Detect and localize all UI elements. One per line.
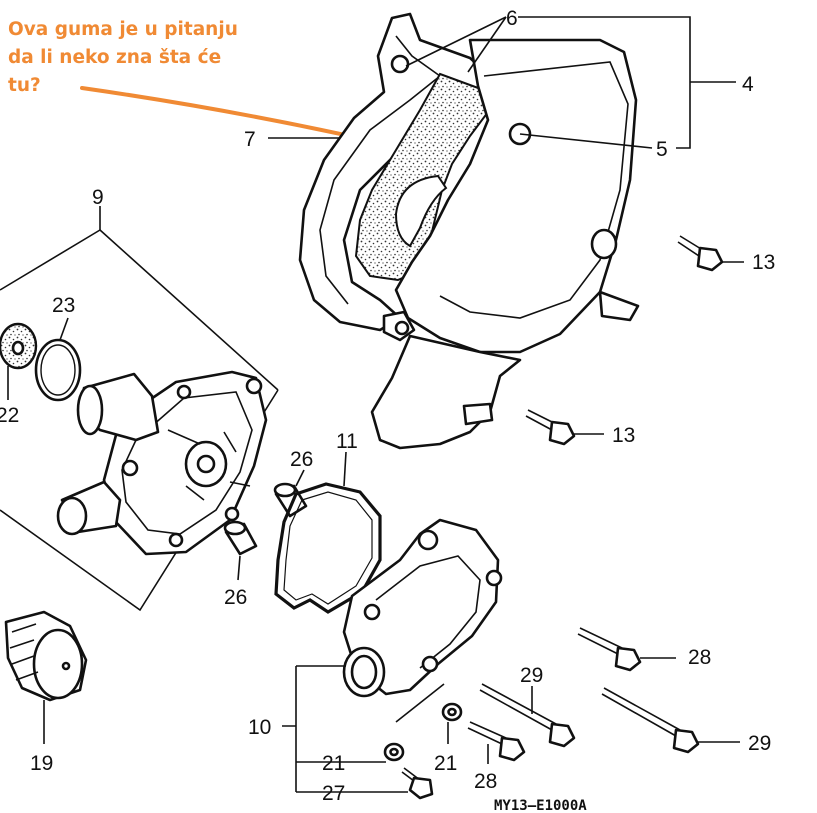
bolt-28-lower (467, 721, 526, 764)
bolt-13-lower (525, 409, 604, 446)
thermostat-housing (342, 518, 503, 698)
washer-21-left (383, 742, 405, 762)
callout-22: 22 (0, 404, 19, 427)
washer-21-right (441, 702, 463, 744)
forum-annotation: Ova guma je u pitanju da li neko zna šta… (8, 16, 308, 100)
callout-10: 10 (248, 716, 271, 739)
callout-13-lower: 13 (612, 424, 635, 447)
seal-22 (0, 322, 38, 400)
annotation-line-1: Ova guma je u pitanju (8, 19, 238, 40)
callout-28-lower: 28 (474, 770, 497, 793)
water-pump-body (56, 370, 268, 556)
callout-9: 9 (92, 186, 104, 209)
collar-26-lower (223, 520, 258, 581)
bolt-13-upper (677, 235, 744, 272)
callout-26-upper: 26 (290, 448, 313, 471)
drain-plug-19 (4, 610, 88, 744)
annotation-line-2: da li neko zna šta će (8, 47, 222, 68)
callout-21-right: 21 (434, 752, 457, 775)
bolt-28-upper (577, 627, 676, 672)
callout-7: 7 (244, 128, 256, 151)
callout-6: 6 (506, 7, 518, 30)
annotation-line-3: tu? (8, 75, 41, 96)
bolt-29-lower (601, 687, 740, 754)
bolt-27 (401, 767, 434, 800)
diagram-code: MY13–E1000A (494, 798, 587, 813)
callout-4: 4 (742, 73, 754, 96)
bolt-29-upper (479, 683, 576, 748)
callout-23: 23 (52, 294, 75, 317)
callout-27: 27 (322, 782, 345, 805)
water-pump-cover-assembly (298, 12, 640, 450)
callout-13-upper: 13 (752, 251, 775, 274)
callout-29-upper: 29 (520, 664, 543, 687)
callout-29-lower: 29 (748, 732, 771, 755)
callout-28-upper: 28 (688, 646, 711, 669)
callout-21-left: 21 (322, 752, 345, 775)
o-ring-23 (34, 317, 82, 402)
callout-11: 11 (336, 430, 358, 453)
callout-26-lower: 26 (224, 586, 247, 609)
callout-5: 5 (656, 138, 668, 161)
callout-19: 19 (30, 752, 53, 775)
gasket-11 (274, 451, 382, 614)
